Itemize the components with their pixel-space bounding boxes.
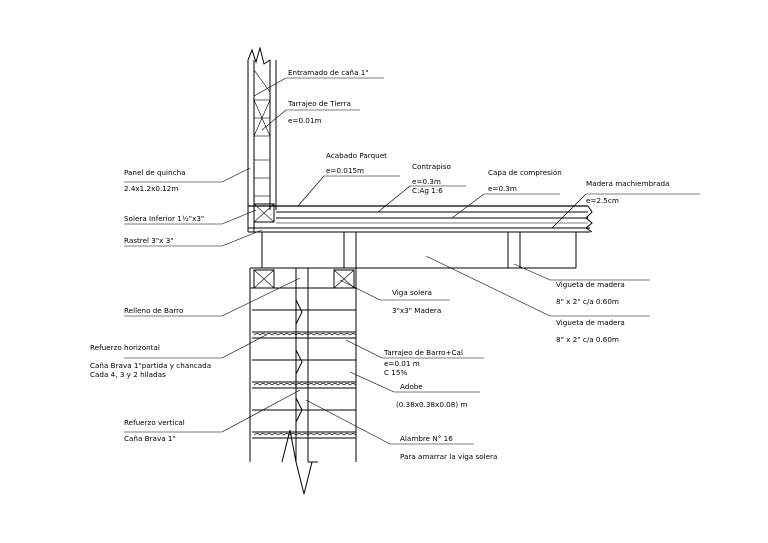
- label-acabado-parquet: Acabado Parquet: [326, 151, 387, 160]
- label-vigueta-1: Vigueta de madera: [556, 280, 625, 289]
- label-contrapiso: Contrapiso: [412, 162, 451, 171]
- label-refuerzo-vertical-d: Caña Brava 1": [124, 434, 176, 443]
- label-vigueta-1-dim: 8" x 2" c/a 0.60m: [556, 297, 619, 306]
- label-refuerzo-vertical: Refuerzo vertical: [124, 418, 185, 427]
- label-refuerzo-horizontal-d2: Cada 4, 3 y 2 hiladas: [90, 370, 166, 379]
- label-tarrajeo-barro: Tarrajeo de Barro+Cal: [383, 348, 463, 357]
- label-viga-solera: Viga solera: [392, 288, 432, 297]
- label-refuerzo-horizontal: Refuerzo horizontal: [90, 343, 160, 352]
- label-tarrajeo-tierra-e: e=0.01m: [288, 116, 321, 125]
- label-madera-machiembrada: Madera machiembrada: [586, 179, 669, 188]
- label-panel-quincha-dim: 2.4x1.2x0.12m: [124, 184, 178, 193]
- adobe-wall: [249, 268, 357, 495]
- labels: Entramado de caña 1" Tarrajeo de Tierra …: [90, 68, 669, 461]
- label-viga-solera-dim: 3"x3" Madera: [392, 306, 441, 315]
- label-acabado-parquet-e: e=0.015m: [326, 166, 364, 175]
- label-relleno-barro: Relleno de Barro: [124, 306, 183, 315]
- label-capa-compresion: Capa de compresión: [488, 168, 562, 177]
- label-adobe: Adobe: [400, 382, 423, 391]
- label-entramado: Entramado de caña 1": [288, 68, 369, 77]
- label-solera-inferior: Solera Inferior 1½"x3": [124, 214, 204, 223]
- label-tarrajeo-tierra: Tarrajeo de Tierra: [287, 99, 351, 108]
- label-adobe-dim: (0.38x0.38x0.08) m: [396, 400, 467, 409]
- solera-inferior: [253, 203, 275, 223]
- label-contrapiso-mix: C:Ag 1:6: [412, 186, 443, 195]
- label-refuerzo-horizontal-d1: Caña Brava 1"partida y chancada: [90, 361, 211, 370]
- label-vigueta-2: Vigueta de madera: [556, 318, 625, 327]
- label-tarrajeo-barro-c: C 15%: [384, 368, 407, 377]
- label-vigueta-2-dim: 8" x 2" c/a 0.60m: [556, 335, 619, 344]
- label-alambre-d: Para amarrar la viga solera: [400, 452, 497, 461]
- label-alambre: Alambre N° 16: [400, 434, 453, 443]
- label-rastrel: Rastrel 3"x 3": [124, 236, 174, 245]
- label-madera-machiembrada-e: e=2.5cm: [586, 196, 619, 205]
- joists: [250, 232, 577, 269]
- label-contrapiso-e: e=0.3m: [412, 177, 441, 186]
- adobe-courses: [252, 309, 357, 439]
- floor-layers: [248, 205, 593, 233]
- label-panel-quincha: Panel de quincha: [124, 168, 186, 177]
- label-capa-compresion-e: e=0.3m: [488, 184, 517, 193]
- label-tarrajeo-barro-e: e=0.01 m: [384, 359, 420, 368]
- leader-lines: [124, 77, 700, 445]
